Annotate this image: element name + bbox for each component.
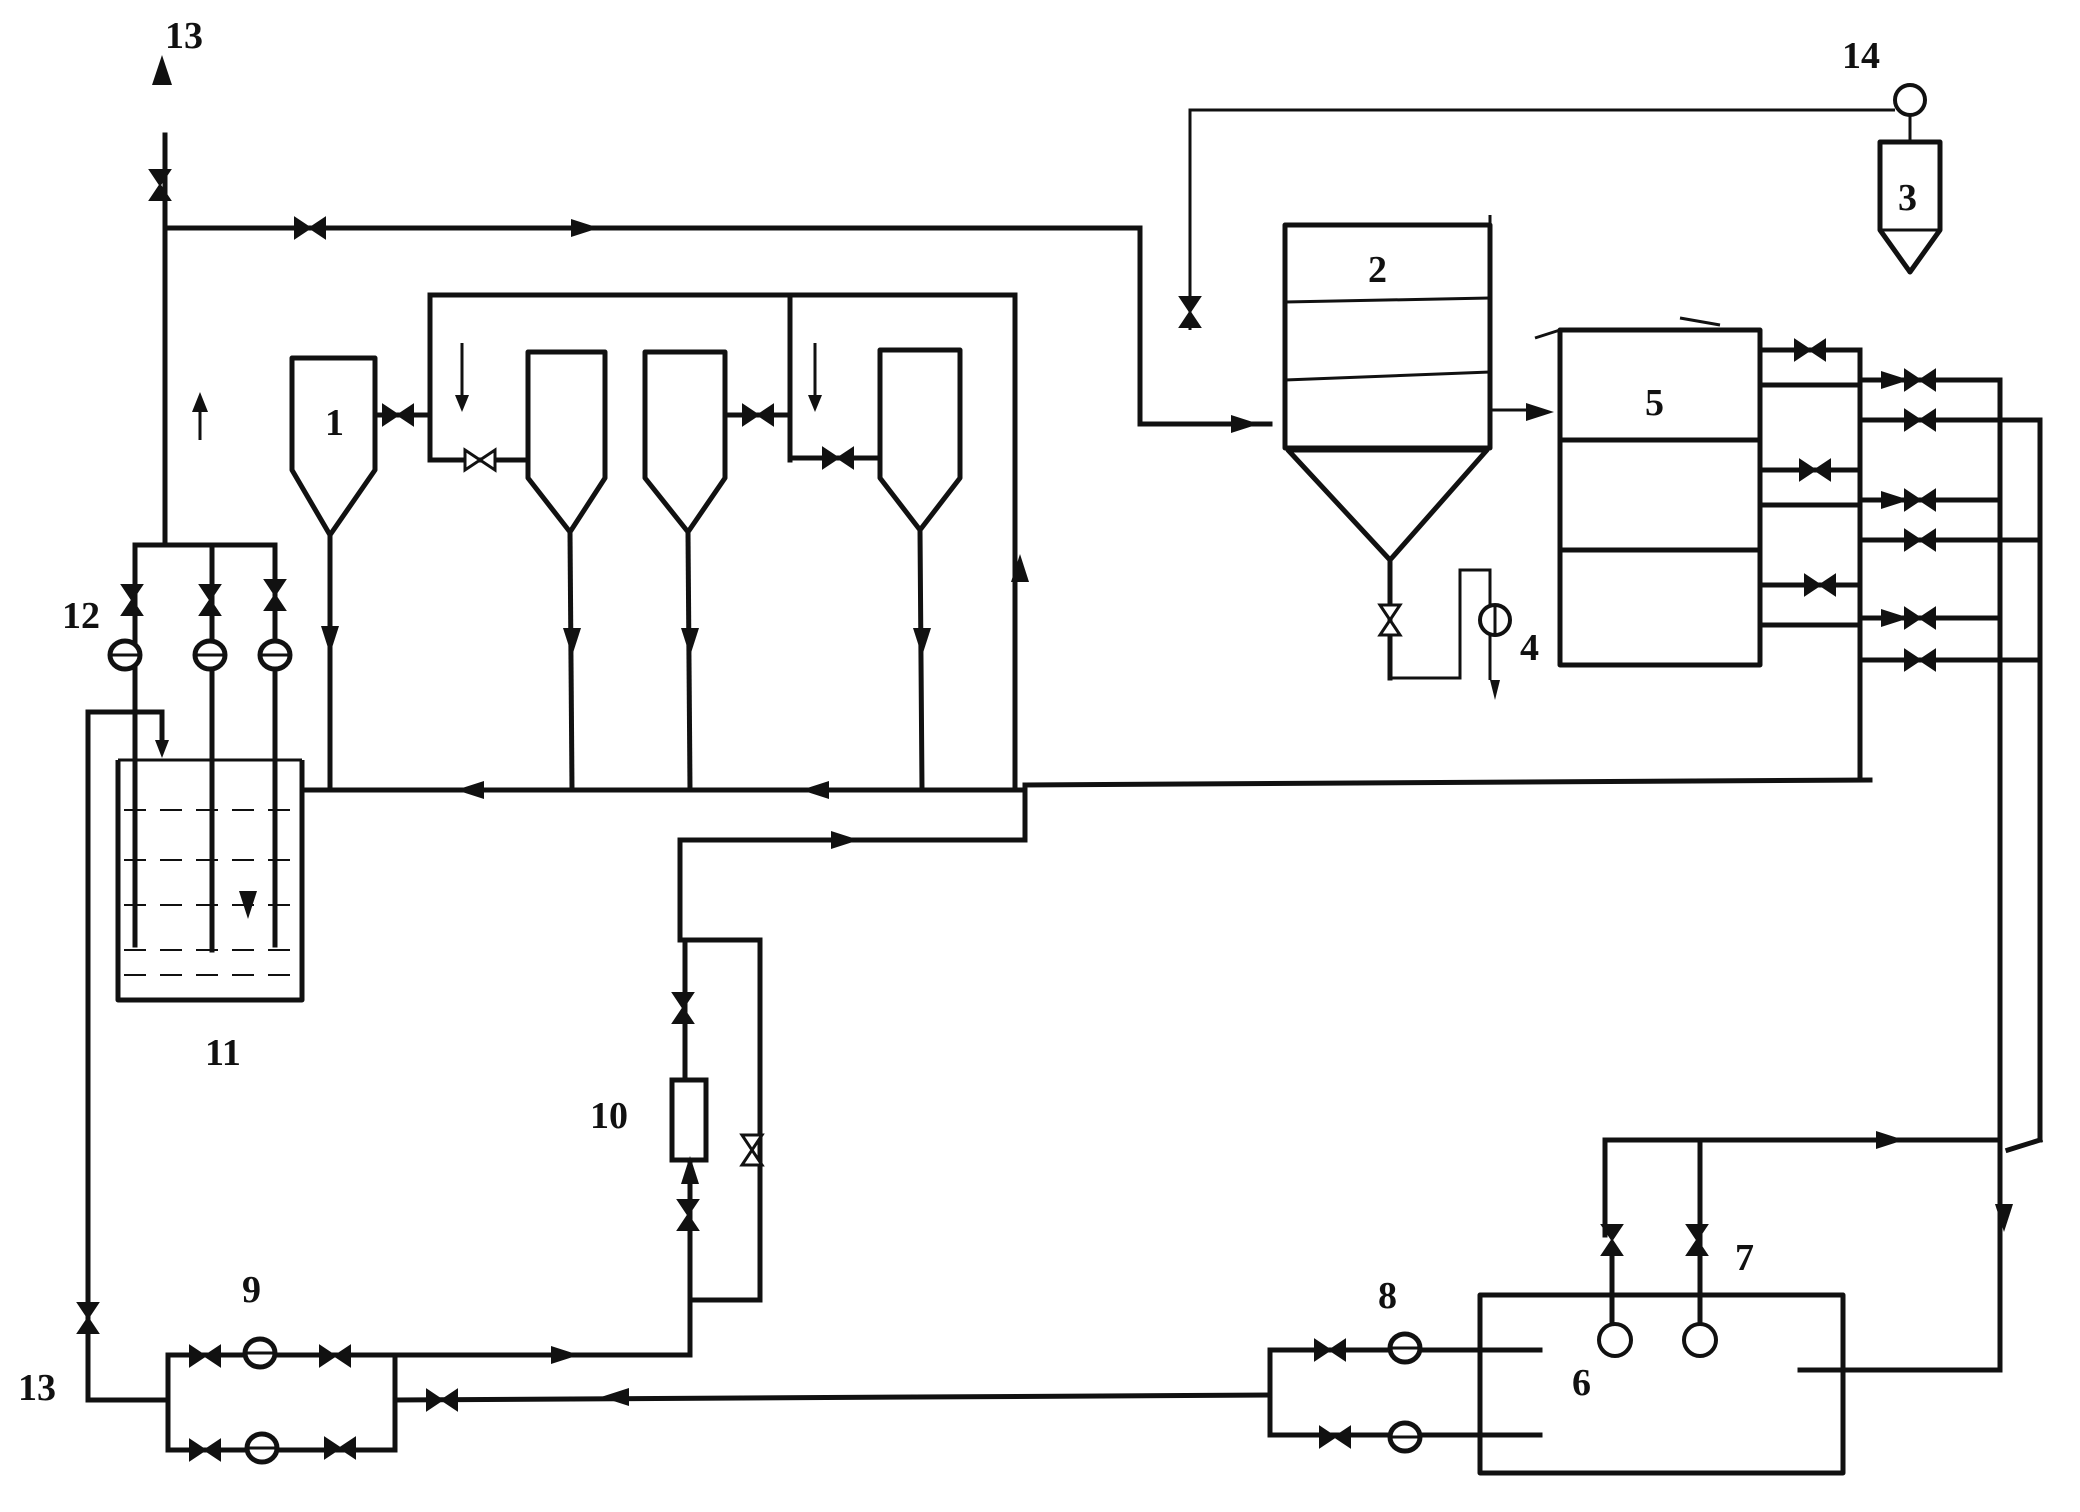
tank-11: [77, 542, 305, 1403]
valve-icon[interactable]: [1314, 1339, 1346, 1361]
label-1: 1: [325, 402, 344, 444]
valve-icon[interactable]: [1179, 296, 1201, 328]
label-14: 14: [1842, 35, 1880, 77]
valve-icon[interactable]: [264, 579, 286, 611]
sensor-icon: [1597, 1322, 1633, 1358]
flow-arrow-icon: [913, 628, 931, 656]
label-6: 6: [1572, 1362, 1591, 1404]
valve-icon[interactable]: [1601, 1224, 1623, 1256]
label-13-bottom: 13: [18, 1367, 56, 1409]
valve-icon[interactable]: [1904, 649, 1936, 671]
valve-icon[interactable]: [1904, 529, 1936, 551]
flow-arrow-icon: [831, 831, 859, 849]
valve-icon[interactable]: [1904, 409, 1936, 431]
header-pipe-upper: [427, 292, 1029, 793]
vessel-1: [289, 355, 433, 793]
pump-icon: [195, 641, 225, 669]
flow-arrow-icon: [571, 219, 599, 237]
flow-arrow-icon: [551, 1346, 579, 1364]
item-3-assembly: [1179, 83, 1943, 330]
label-3: 3: [1898, 177, 1917, 219]
flow-arrow-icon: [681, 628, 699, 656]
label-2: 2: [1368, 249, 1387, 291]
filter-vessel: [525, 349, 608, 535]
pump-12-icon: [110, 641, 140, 669]
vessel-3: [1877, 139, 1943, 275]
pump-icon: [260, 641, 290, 669]
label-12: 12: [62, 595, 100, 637]
filter-vessel: [642, 349, 728, 535]
valve-icon[interactable]: [742, 404, 774, 426]
label-9: 9: [242, 1269, 261, 1311]
valve-icon[interactable]: [319, 1345, 351, 1367]
valve-icon[interactable]: [1904, 607, 1936, 629]
valve-icon[interactable]: [1804, 574, 1836, 596]
pump-station-9: [85, 1339, 1273, 1462]
sensor-icon: [1682, 1322, 1718, 1358]
pump-icon: [1390, 1423, 1420, 1451]
flow-arrow-icon: [801, 781, 829, 799]
flow-arrow-icon: [1876, 1131, 1904, 1149]
labels: 1 2 3 4 5 6 7 8 9 10 11 12 13 13 14: [18, 15, 1917, 1409]
manifold-5: [1757, 339, 2044, 1373]
vent-arrow-icon: [152, 55, 172, 85]
meter-10-bypass: [669, 937, 764, 1358]
label-7: 7: [1735, 1237, 1754, 1279]
gauge-14-icon: [1893, 83, 1927, 117]
return-header: [242, 777, 1873, 943]
vent-line: [149, 55, 1273, 548]
vessel-5: [1534, 316, 1763, 668]
valve-icon[interactable]: [189, 1439, 221, 1461]
label-13-top: 13: [165, 15, 203, 57]
drain-valve-icon[interactable]: [1378, 603, 1402, 637]
label-5: 5: [1645, 382, 1664, 424]
valve-icon[interactable]: [822, 447, 854, 469]
flow-arrow-icon: [1526, 403, 1554, 421]
flow-arrow-icon: [321, 626, 339, 654]
flow-arrow-icon: [601, 1388, 629, 1406]
pump-9-icon: [245, 1339, 275, 1367]
valve-icon[interactable]: [382, 404, 414, 426]
valve-icon[interactable]: [77, 1302, 99, 1334]
pump-8-icon: [1390, 1334, 1420, 1362]
filter-vessels: [427, 347, 963, 793]
valve-icon[interactable]: [426, 1389, 458, 1411]
flow-arrow-icon: [563, 628, 581, 656]
label-4: 4: [1520, 627, 1539, 669]
valve-icon[interactable]: [463, 448, 497, 472]
gas-line-valve-icon[interactable]: [294, 217, 326, 239]
flow-arrow-icon: [456, 781, 484, 799]
filter-vessel: [877, 347, 963, 533]
valve-icon[interactable]: [189, 1345, 221, 1367]
label-11: 11: [205, 1032, 241, 1074]
valve-icon[interactable]: [1904, 369, 1936, 391]
valve-icon[interactable]: [121, 584, 143, 616]
valve-icon[interactable]: [1319, 1426, 1351, 1448]
valve-icon[interactable]: [672, 992, 694, 1024]
valve-icon[interactable]: [199, 584, 221, 616]
valve-icon[interactable]: [1904, 489, 1936, 511]
valve-icon[interactable]: [1799, 459, 1831, 481]
vessel-2: [1282, 215, 1554, 700]
label-10: 10: [590, 1095, 628, 1137]
flow-arrow-icon: [1231, 415, 1259, 433]
valve-icon[interactable]: [677, 1199, 699, 1231]
valve-icon[interactable]: [324, 1437, 356, 1459]
label-8: 8: [1378, 1275, 1397, 1317]
flow-meter-10: [669, 1077, 709, 1163]
valve-icon[interactable]: [1794, 339, 1826, 361]
valve-icon[interactable]: [1686, 1224, 1708, 1256]
tank-6: [1267, 1131, 2003, 1476]
pump-4-icon: [1478, 603, 1512, 637]
pump-icon: [247, 1434, 277, 1462]
